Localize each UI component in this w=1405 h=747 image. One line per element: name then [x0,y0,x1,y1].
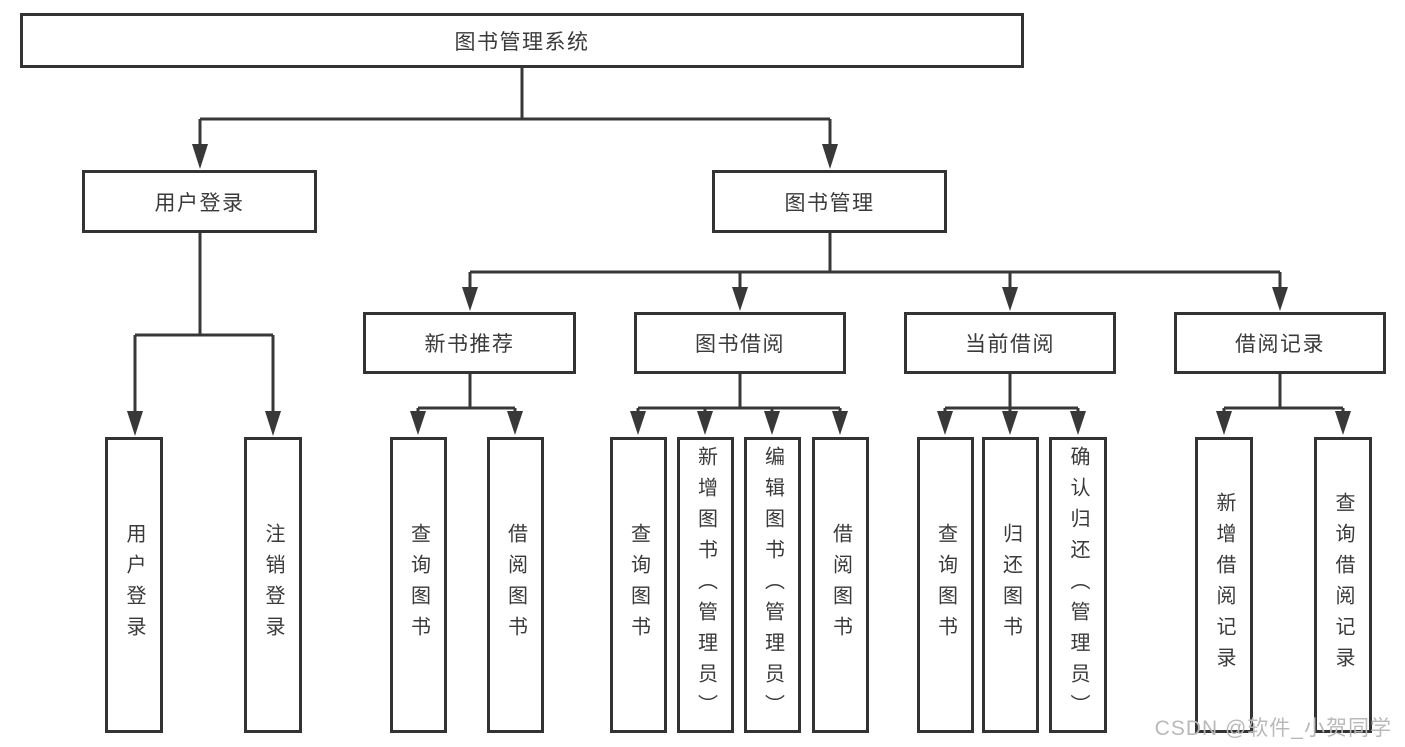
leaf-query-borrow-record-label: 查询借阅记录 [1332,492,1354,678]
leaf-borrow-books: 借阅图书 [812,437,869,733]
node-new-book-recommend-label: 新书推荐 [424,333,515,356]
leaf-borrow-books-label: 借阅图书 [829,523,852,647]
csdn-watermark: CSDN @软件_小贺同学 [1154,717,1392,740]
node-book-borrow: 图书借阅 [634,312,846,374]
leaf-edit-books-admin-label: 编辑图书（管理员） [761,445,784,725]
leaf-borrow-books-recommend: 借阅图书 [487,437,544,733]
node-book-borrow-label: 图书借阅 [695,333,785,356]
node-book-management: 图书管理 [712,170,947,233]
leaf-query-books-borrow-label: 查询图书 [627,523,650,647]
leaf-confirm-return-admin-label: 确认归还（管理员） [1067,445,1089,725]
leaf-add-books-admin: 新增图书（管理员） [677,437,734,733]
leaf-add-borrow-record-label: 新增借阅记录 [1213,492,1235,678]
leaf-return-books: 归还图书 [982,437,1039,733]
node-user-login: 用户登录 [82,170,317,233]
leaf-logout: 注销登录 [244,437,302,733]
node-book-management-label: 图书管理 [784,191,875,215]
leaf-return-books-label: 归还图书 [999,523,1022,647]
leaf-logout-label: 注销登录 [262,523,284,647]
node-root: 图书管理系统 [20,13,1024,68]
node-current-borrow: 当前借阅 [904,312,1116,374]
leaf-query-books-recommend: 查询图书 [390,437,447,733]
node-borrow-records: 借阅记录 [1174,312,1386,374]
leaf-query-books-current-label: 查询图书 [934,523,957,647]
leaf-query-books-borrow: 查询图书 [610,437,667,733]
node-user-login-label: 用户登录 [154,191,245,215]
leaf-borrow-books-recommend-label: 借阅图书 [504,523,527,647]
leaf-add-borrow-record: 新增借阅记录 [1195,437,1253,733]
node-borrow-records-label: 借阅记录 [1235,333,1325,356]
leaf-add-books-admin-label: 新增图书（管理员） [694,445,717,725]
leaf-query-books-current: 查询图书 [917,437,974,733]
leaf-query-borrow-record: 查询借阅记录 [1314,437,1372,733]
leaf-user-login-label: 用户登录 [123,523,145,647]
node-root-label: 图书管理系统 [454,30,590,54]
node-current-borrow-label: 当前借阅 [965,333,1055,356]
leaf-user-login: 用户登录 [105,437,163,733]
leaf-query-books-recommend-label: 查询图书 [407,523,430,647]
node-new-book-recommend: 新书推荐 [363,312,576,374]
leaf-edit-books-admin: 编辑图书（管理员） [744,437,801,733]
leaf-confirm-return-admin: 确认归还（管理员） [1049,437,1107,733]
